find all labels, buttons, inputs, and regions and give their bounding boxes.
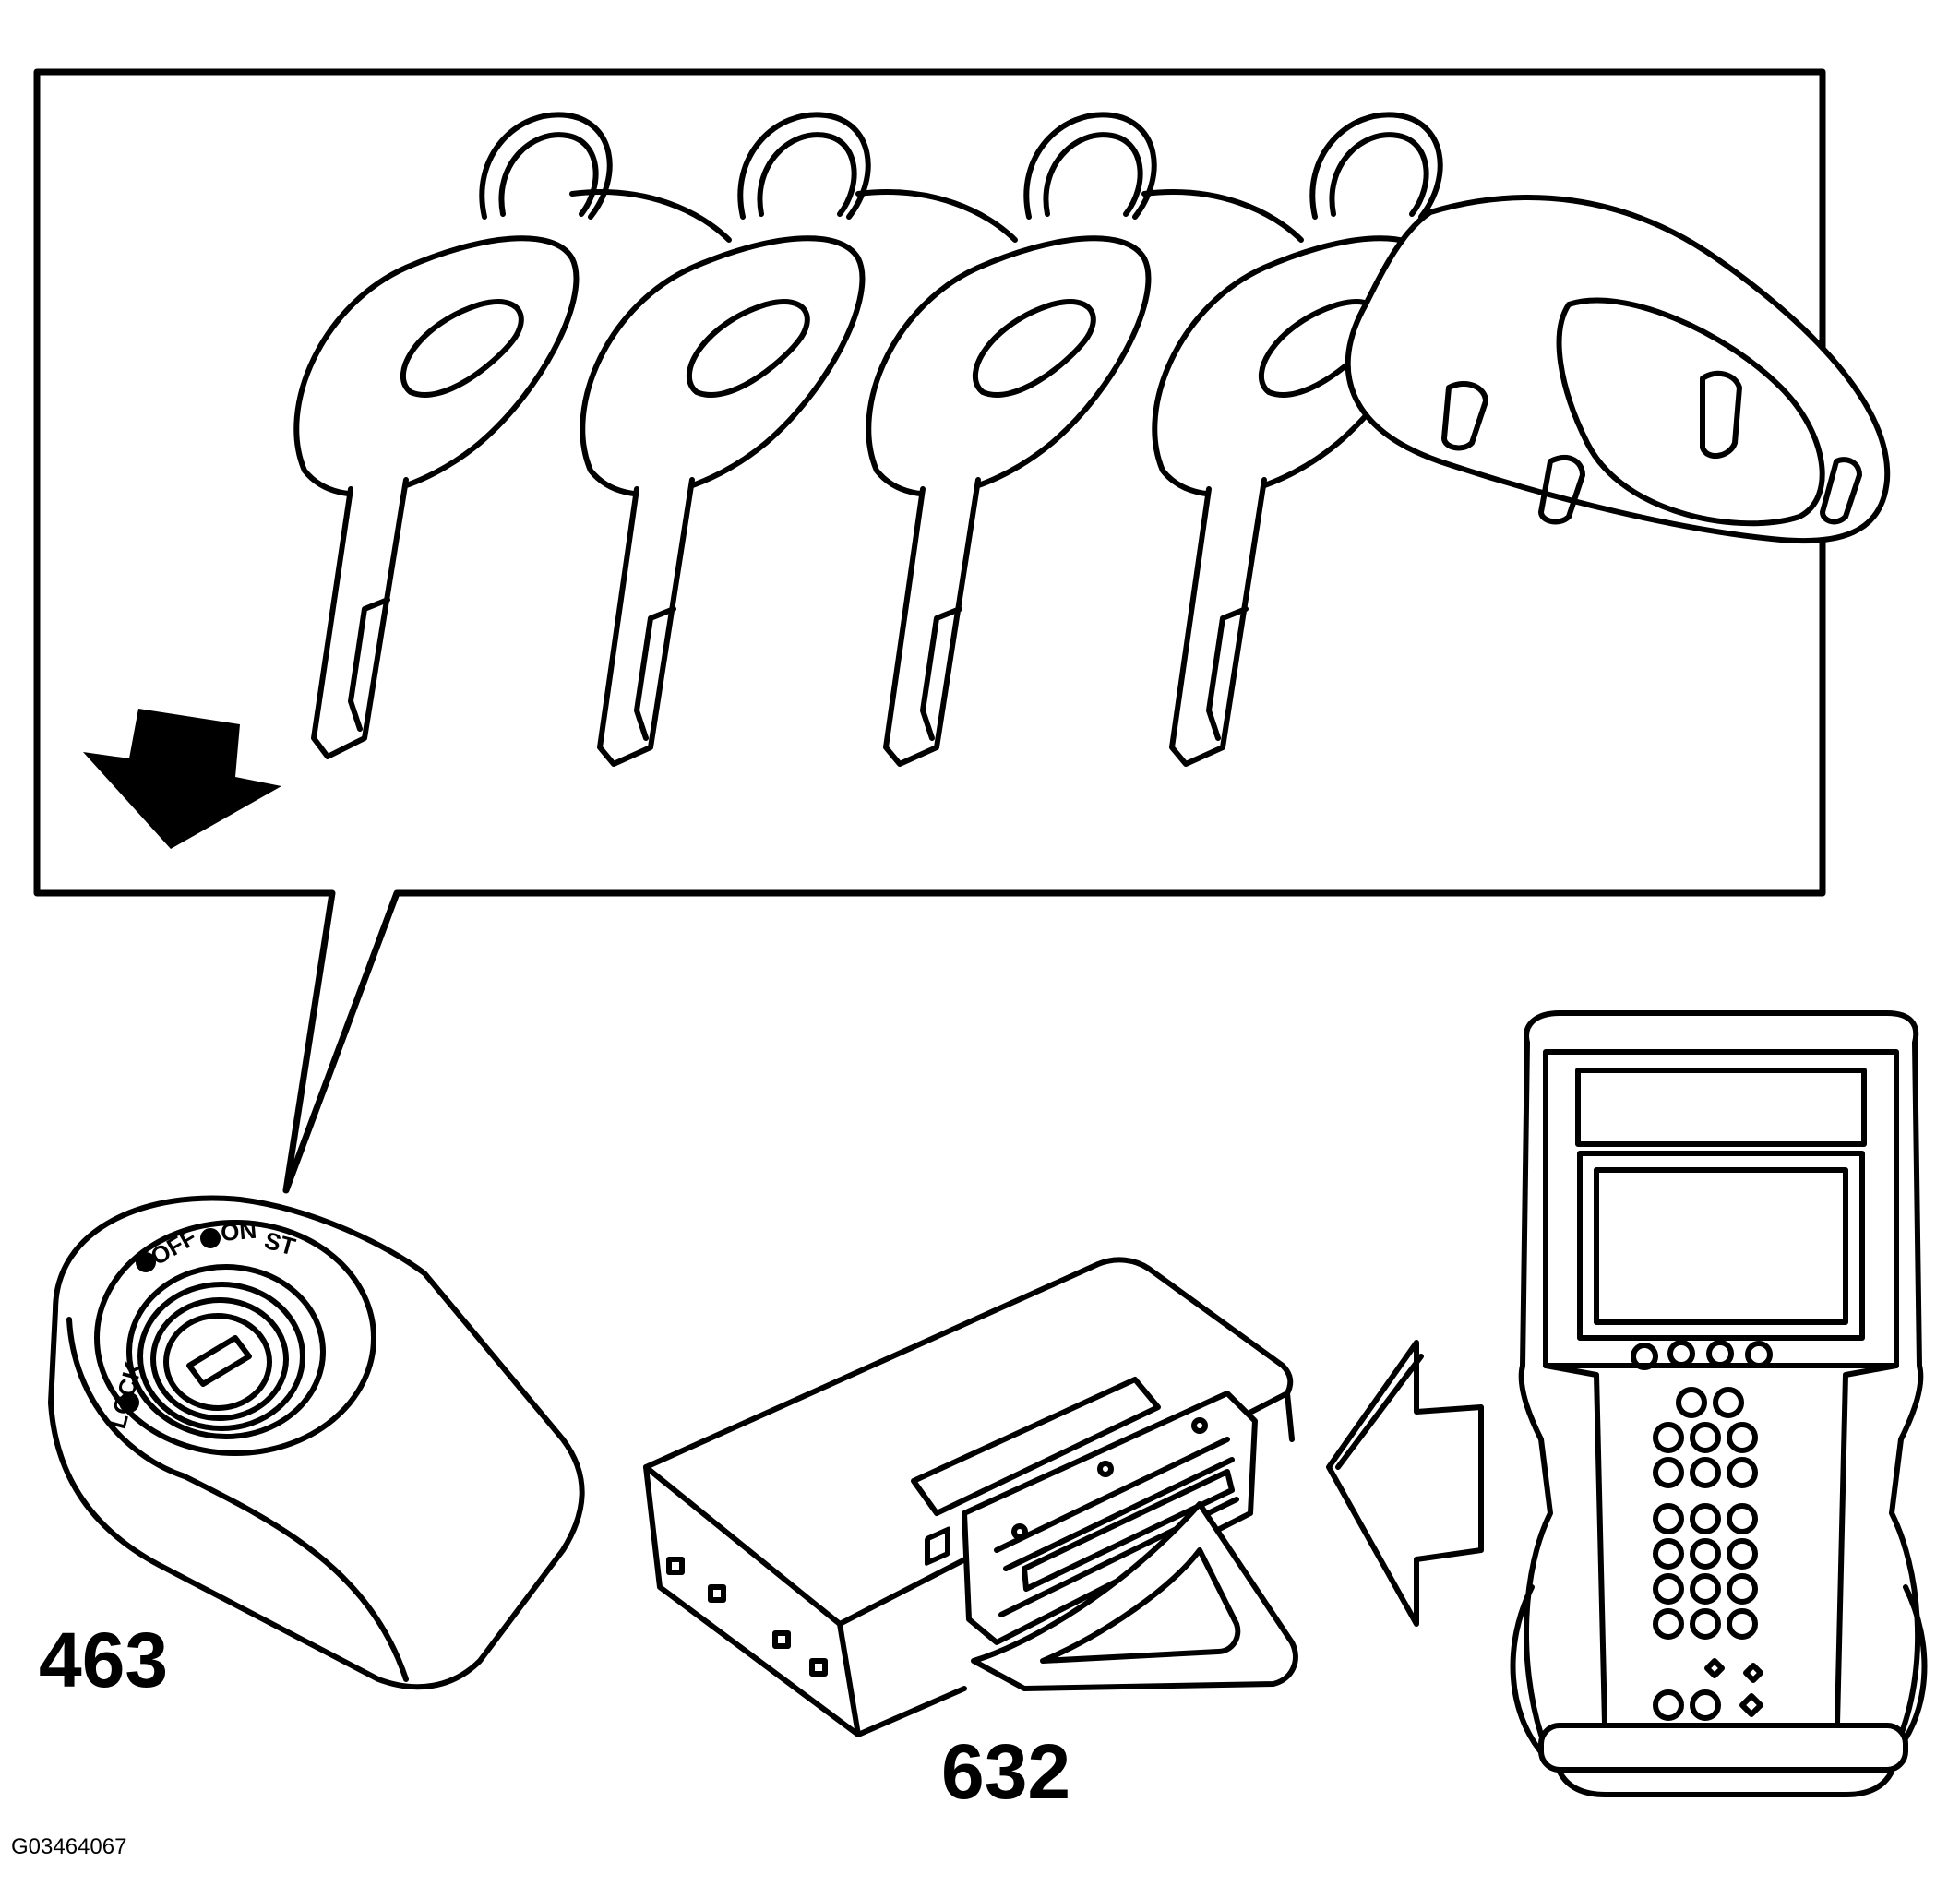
position-marker-icon xyxy=(200,1228,221,1248)
ignition-label-on: ON xyxy=(220,1216,257,1247)
scan-tool xyxy=(1510,1010,1928,1797)
control-module xyxy=(643,1257,1298,1737)
position-marker-icon xyxy=(136,1252,156,1272)
key-icon xyxy=(866,112,1304,767)
remote-fob-icon xyxy=(1345,195,1891,544)
key-slot-icon xyxy=(186,1335,252,1387)
function-key-icon xyxy=(1631,1340,1773,1370)
callout-632: 632 xyxy=(941,1728,1071,1815)
figure-code: G03464067 xyxy=(11,1834,127,1859)
strap-bar xyxy=(1538,1723,1908,1773)
keypad-icon xyxy=(1653,1387,1763,1721)
ignition-switch xyxy=(48,1195,585,1690)
position-marker-icon xyxy=(119,1392,139,1413)
key-icon xyxy=(293,112,732,759)
insert-direction-arrow-icon xyxy=(83,709,281,849)
connection-arrow-icon xyxy=(1326,1340,1484,1627)
key-icon xyxy=(580,112,1018,767)
callout-463: 463 xyxy=(39,1617,169,1703)
